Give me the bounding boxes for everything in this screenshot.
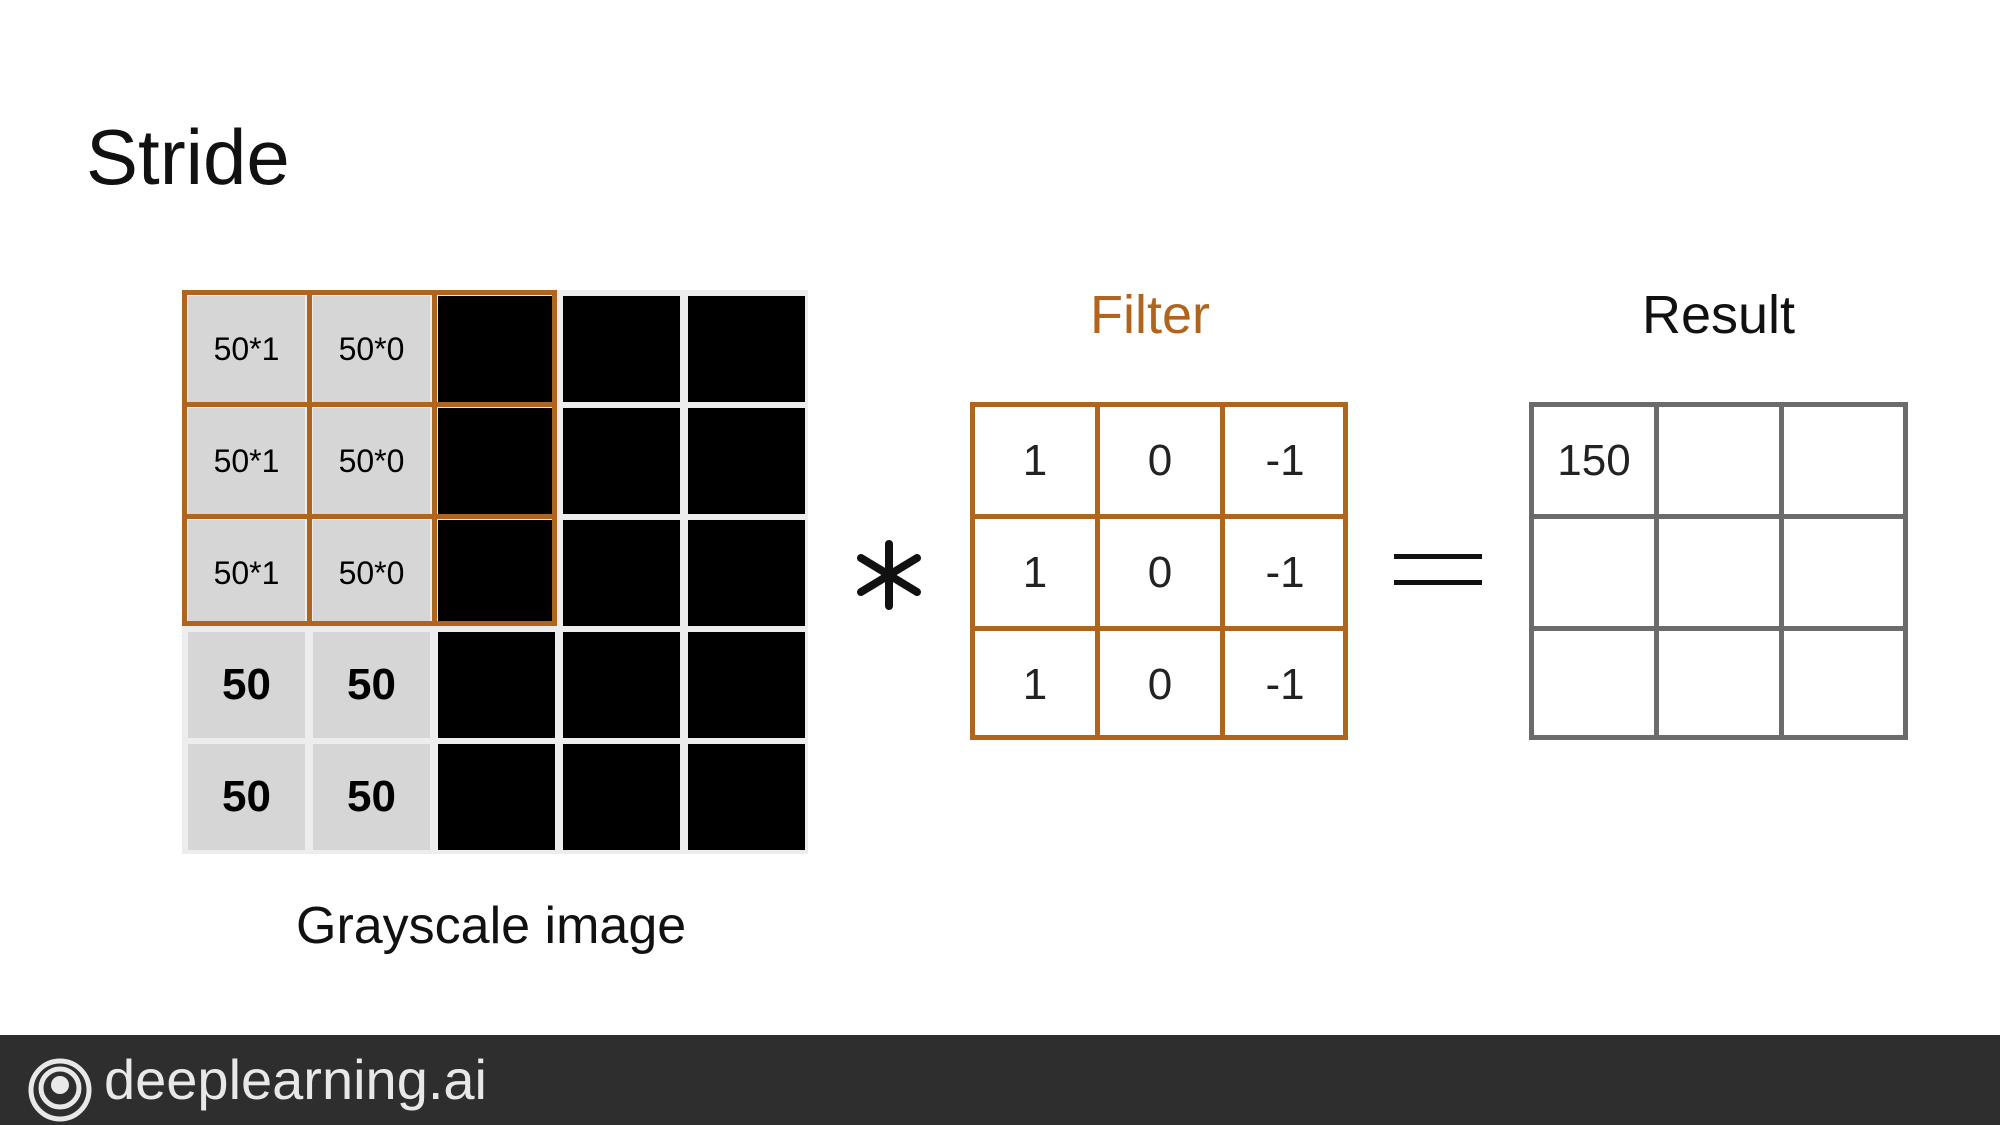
image-cell: 50*0 (313, 408, 430, 514)
result-cell: 150 (1557, 435, 1631, 485)
result-grid: 150 (1529, 402, 1908, 740)
result-cell (1784, 519, 1904, 626)
image-cell: 0 (563, 296, 680, 402)
result-cell (1659, 519, 1779, 626)
convolution-asterisk-icon (857, 540, 921, 610)
image-cell: 0*-1 (438, 408, 555, 514)
filter-cell: 1 (1022, 659, 1048, 709)
image-cell: 0 (688, 408, 805, 514)
filter-cell: -1 (1265, 659, 1305, 709)
image-cell: 0 (438, 632, 555, 738)
result-cell (1659, 631, 1779, 738)
filter-title: Filter (1090, 285, 1210, 345)
image-cell: 50*1 (188, 296, 305, 402)
image-cell: 0*-1 (438, 520, 555, 626)
filter-cell: -1 (1265, 547, 1305, 597)
image-cell: 50*1 (188, 520, 305, 626)
filter-cell: 0 (1147, 547, 1173, 597)
footer-bar (0, 1035, 2000, 1125)
filter-cell: 0 (1147, 659, 1173, 709)
image-cell: 0 (438, 744, 555, 850)
image-cell: 50*1 (188, 408, 305, 514)
equals-sign-icon (1394, 554, 1482, 585)
filter-window-overlay (182, 290, 557, 626)
grayscale-image-caption: Grayscale image (296, 897, 687, 955)
result-cell (1659, 407, 1779, 514)
filter-cell: 1 (1022, 435, 1048, 485)
image-cell: 50*0 (313, 296, 430, 402)
brand-name: deeplearning.ai (104, 1048, 487, 1111)
image-cell: 50 (313, 632, 430, 738)
result-cell (1534, 631, 1654, 738)
filter-cell: 1 (1022, 547, 1048, 597)
filter-cell: -1 (1265, 435, 1305, 485)
filter-grid: 1 0 -1 1 0 -1 1 0 -1 (970, 402, 1348, 740)
slide-title: Stride (86, 113, 290, 201)
result-title: Result (1642, 285, 1796, 345)
image-cell: 0 (688, 520, 805, 626)
result-cell (1784, 407, 1904, 514)
image-cell: 0 (563, 744, 680, 850)
image-cell: 0 (563, 632, 680, 738)
image-cell: 0 (688, 744, 805, 850)
filter-cell: 0 (1147, 435, 1173, 485)
image-cell: 0 (563, 520, 680, 626)
image-cell: 0 (688, 632, 805, 738)
image-cell: 0 (688, 296, 805, 402)
result-cell (1534, 519, 1654, 626)
deeplearning-logo-icon (28, 1058, 92, 1122)
image-cell: 0*-1 (438, 296, 555, 402)
result-cell (1784, 631, 1904, 738)
image-cell: 50*0 (313, 520, 430, 626)
image-cell: 50 (313, 744, 430, 850)
image-cell: 0 (563, 408, 680, 514)
image-cell: 50 (188, 744, 305, 850)
image-cell: 50 (188, 632, 305, 738)
